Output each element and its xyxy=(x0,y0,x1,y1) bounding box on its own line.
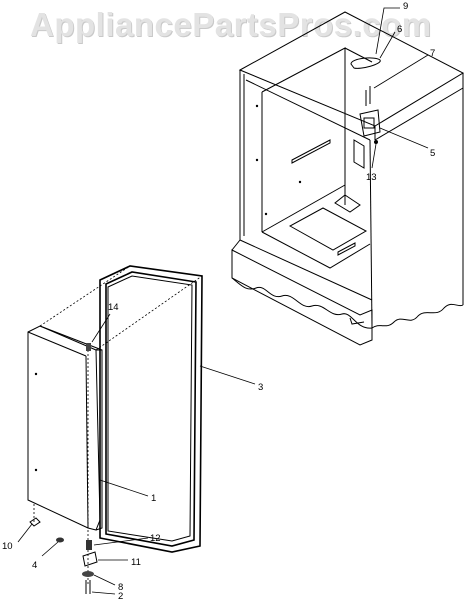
callout-8: 8 xyxy=(118,582,123,593)
door-hardware xyxy=(29,343,98,594)
callout-3: 3 xyxy=(258,382,263,393)
watermark-logo: AppliancePartsPros.com xyxy=(30,6,432,43)
callout-14: 14 xyxy=(108,302,119,313)
callout-4: 4 xyxy=(32,560,37,571)
callout-labels: 9 6 7 5 13 14 3 1 10 4 12 11 8 2 xyxy=(2,1,435,600)
callout-13: 13 xyxy=(366,172,377,183)
callout-7: 7 xyxy=(430,48,435,59)
hinge-assembly xyxy=(350,57,381,144)
callout-9: 9 xyxy=(403,1,408,12)
callout-6: 6 xyxy=(397,24,402,35)
refrigerator-cabinet xyxy=(231,11,465,346)
leader-lines xyxy=(17,7,429,595)
callout-1: 1 xyxy=(151,493,156,504)
callout-12: 12 xyxy=(150,533,161,544)
callout-10: 10 xyxy=(2,541,13,552)
door xyxy=(27,265,203,586)
callout-5: 5 xyxy=(430,148,435,159)
callout-11: 11 xyxy=(131,557,141,568)
callout-2: 2 xyxy=(118,591,123,600)
